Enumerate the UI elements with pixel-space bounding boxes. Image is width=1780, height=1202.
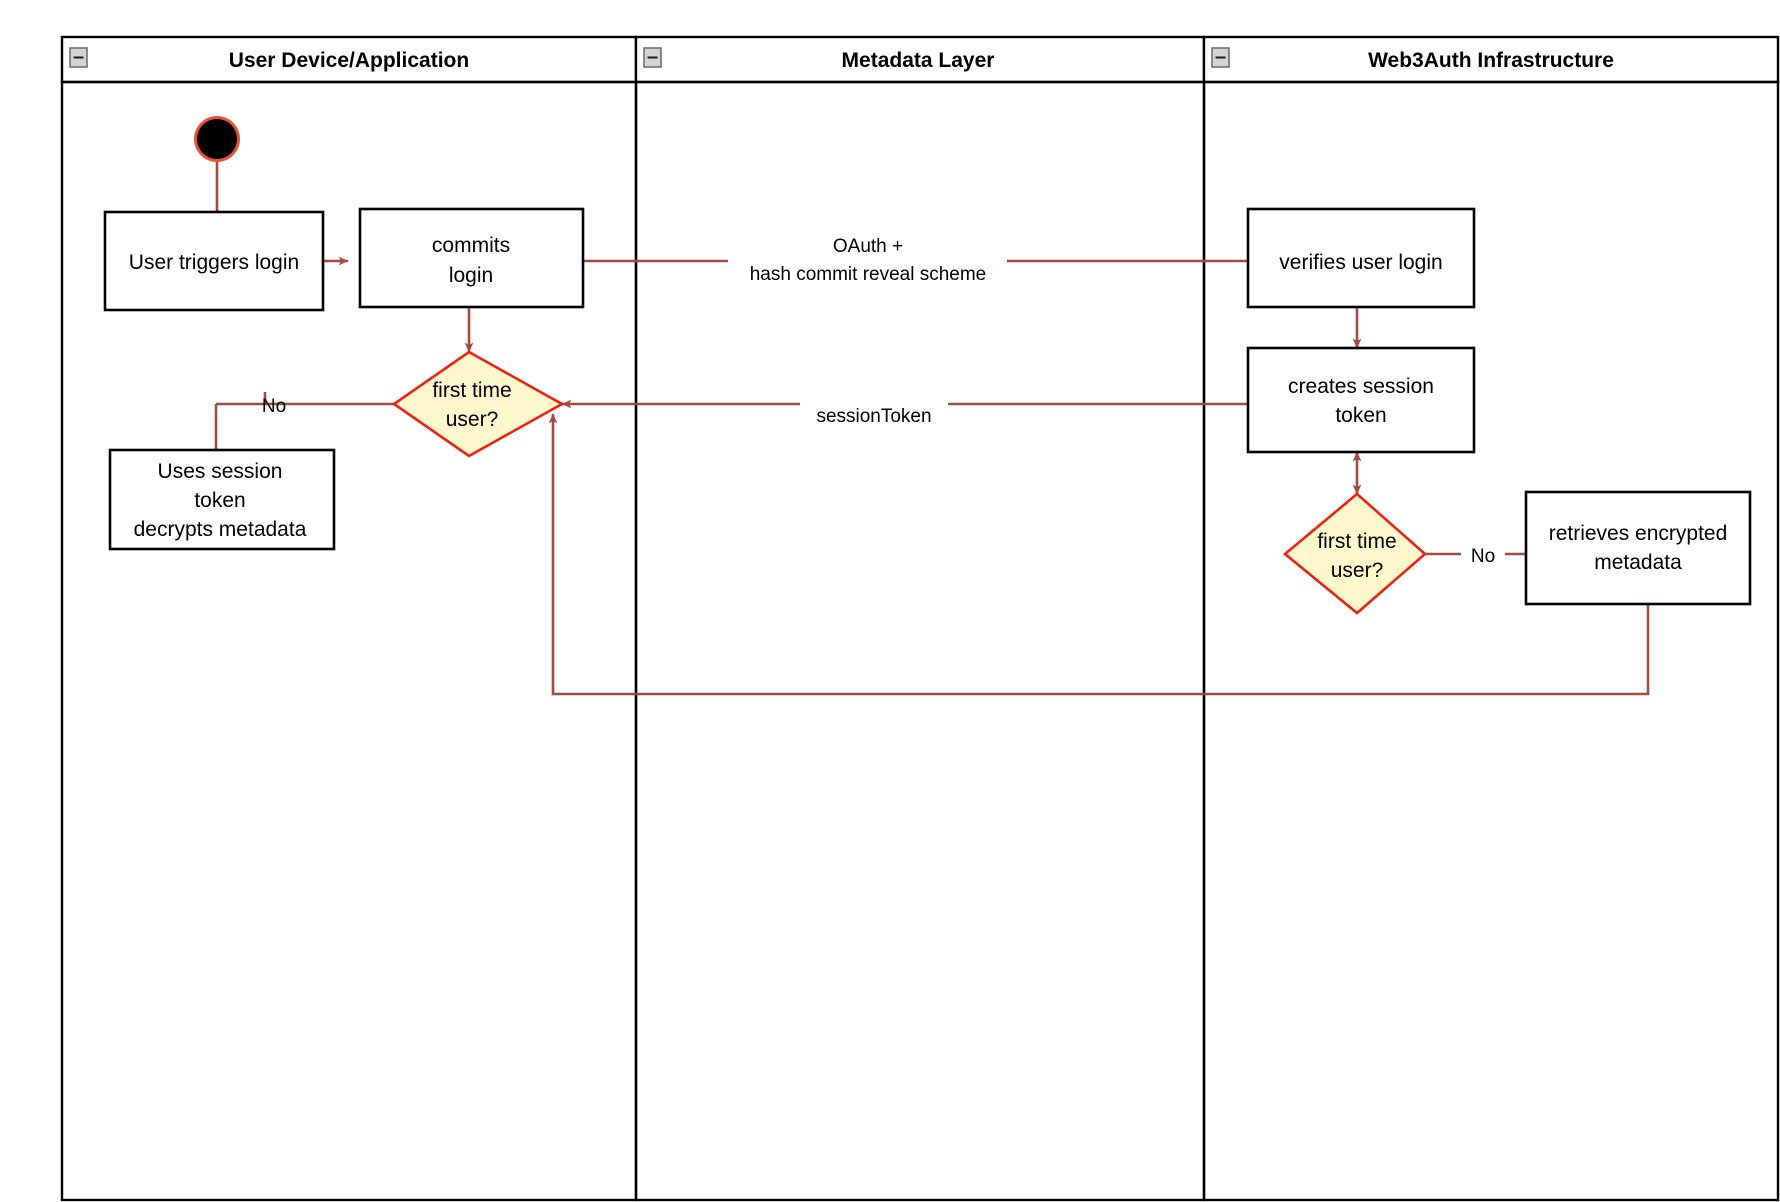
decision-first-time-user-web3auth-line2: user? <box>1331 559 1384 582</box>
lane-title-user-device: User Device/Application <box>229 49 469 72</box>
activity-commits-login-line2: login <box>449 264 493 287</box>
lane-title-web3auth: Web3Auth Infrastructure <box>1368 49 1614 72</box>
lane-body-metadata <box>634 80 1206 1202</box>
activity-user-triggers-login[interactable]: User triggers login <box>103 210 325 312</box>
activity-uses-session-token-line1: Uses session <box>158 460 283 483</box>
start-node[interactable] <box>194 116 240 162</box>
activity-creates-session-token[interactable]: creates session token <box>1246 346 1476 454</box>
activity-uses-session-token-line3: decrypts metadata <box>134 518 307 541</box>
lane-title-metadata: Metadata Layer <box>842 49 995 72</box>
lane-header-metadata <box>634 35 1206 84</box>
swimlane-web3auth-infrastructure[interactable]: Web3Auth Infrastructure <box>1202 35 1780 1202</box>
collapse-minus-icon[interactable] <box>1211 47 1230 68</box>
activity-retrieves-encrypted-metadata-line2: metadata <box>1594 551 1682 574</box>
activity-retrieves-encrypted-metadata[interactable]: retrieves encrypted metadata <box>1524 490 1752 606</box>
activity-retrieves-encrypted-metadata-line1: retrieves encrypted <box>1549 522 1728 545</box>
activity-verifies-user-login-label: verifies user login <box>1279 251 1442 274</box>
edge-label-oauth-line1: OAuth + <box>833 236 903 257</box>
edge-label-oauth-line2: hash commit reveal scheme <box>750 264 987 285</box>
lane-header-web3auth <box>1202 35 1780 84</box>
decision-first-time-user-device-line1: first time <box>432 379 511 402</box>
collapse-minus-icon[interactable] <box>643 47 662 68</box>
lane-header-user-device <box>60 35 638 84</box>
activity-user-triggers-login-label: User triggers login <box>129 251 299 274</box>
swimlane-metadata-layer[interactable]: Metadata Layer <box>634 35 1206 1202</box>
activity-commits-login-line1: commits <box>432 234 510 257</box>
edge-retrieves-to-decision-user <box>548 413 1650 696</box>
activity-verifies-user-login[interactable]: verifies user login <box>1246 207 1476 309</box>
activity-uses-session-token[interactable]: Uses session token decrypts metadata <box>108 448 336 551</box>
edge-label-session-token: sessionToken <box>816 406 931 427</box>
decision-first-time-user-device-line2: user? <box>446 408 499 431</box>
edge-label-no-left: No <box>262 396 286 417</box>
lane-body-web3auth <box>1202 80 1780 1202</box>
decision-first-time-user-device[interactable]: first time user? <box>391 350 565 458</box>
activity-commits-login[interactable]: commits login <box>358 207 585 309</box>
swimlane-user-device[interactable]: User Device/Application <box>60 35 638 1202</box>
activity-creates-session-token-line1: creates session <box>1288 375 1434 398</box>
collapse-minus-icon[interactable] <box>69 47 88 68</box>
activity-uses-session-token-line2: token <box>194 489 245 512</box>
edge-label-no-right: No <box>1471 546 1495 567</box>
decision-first-time-user-web3auth-line1: first time <box>1317 530 1396 553</box>
activity-creates-session-token-line2: token <box>1335 404 1386 427</box>
decision-first-time-user-web3auth[interactable]: first time user? <box>1282 492 1427 615</box>
